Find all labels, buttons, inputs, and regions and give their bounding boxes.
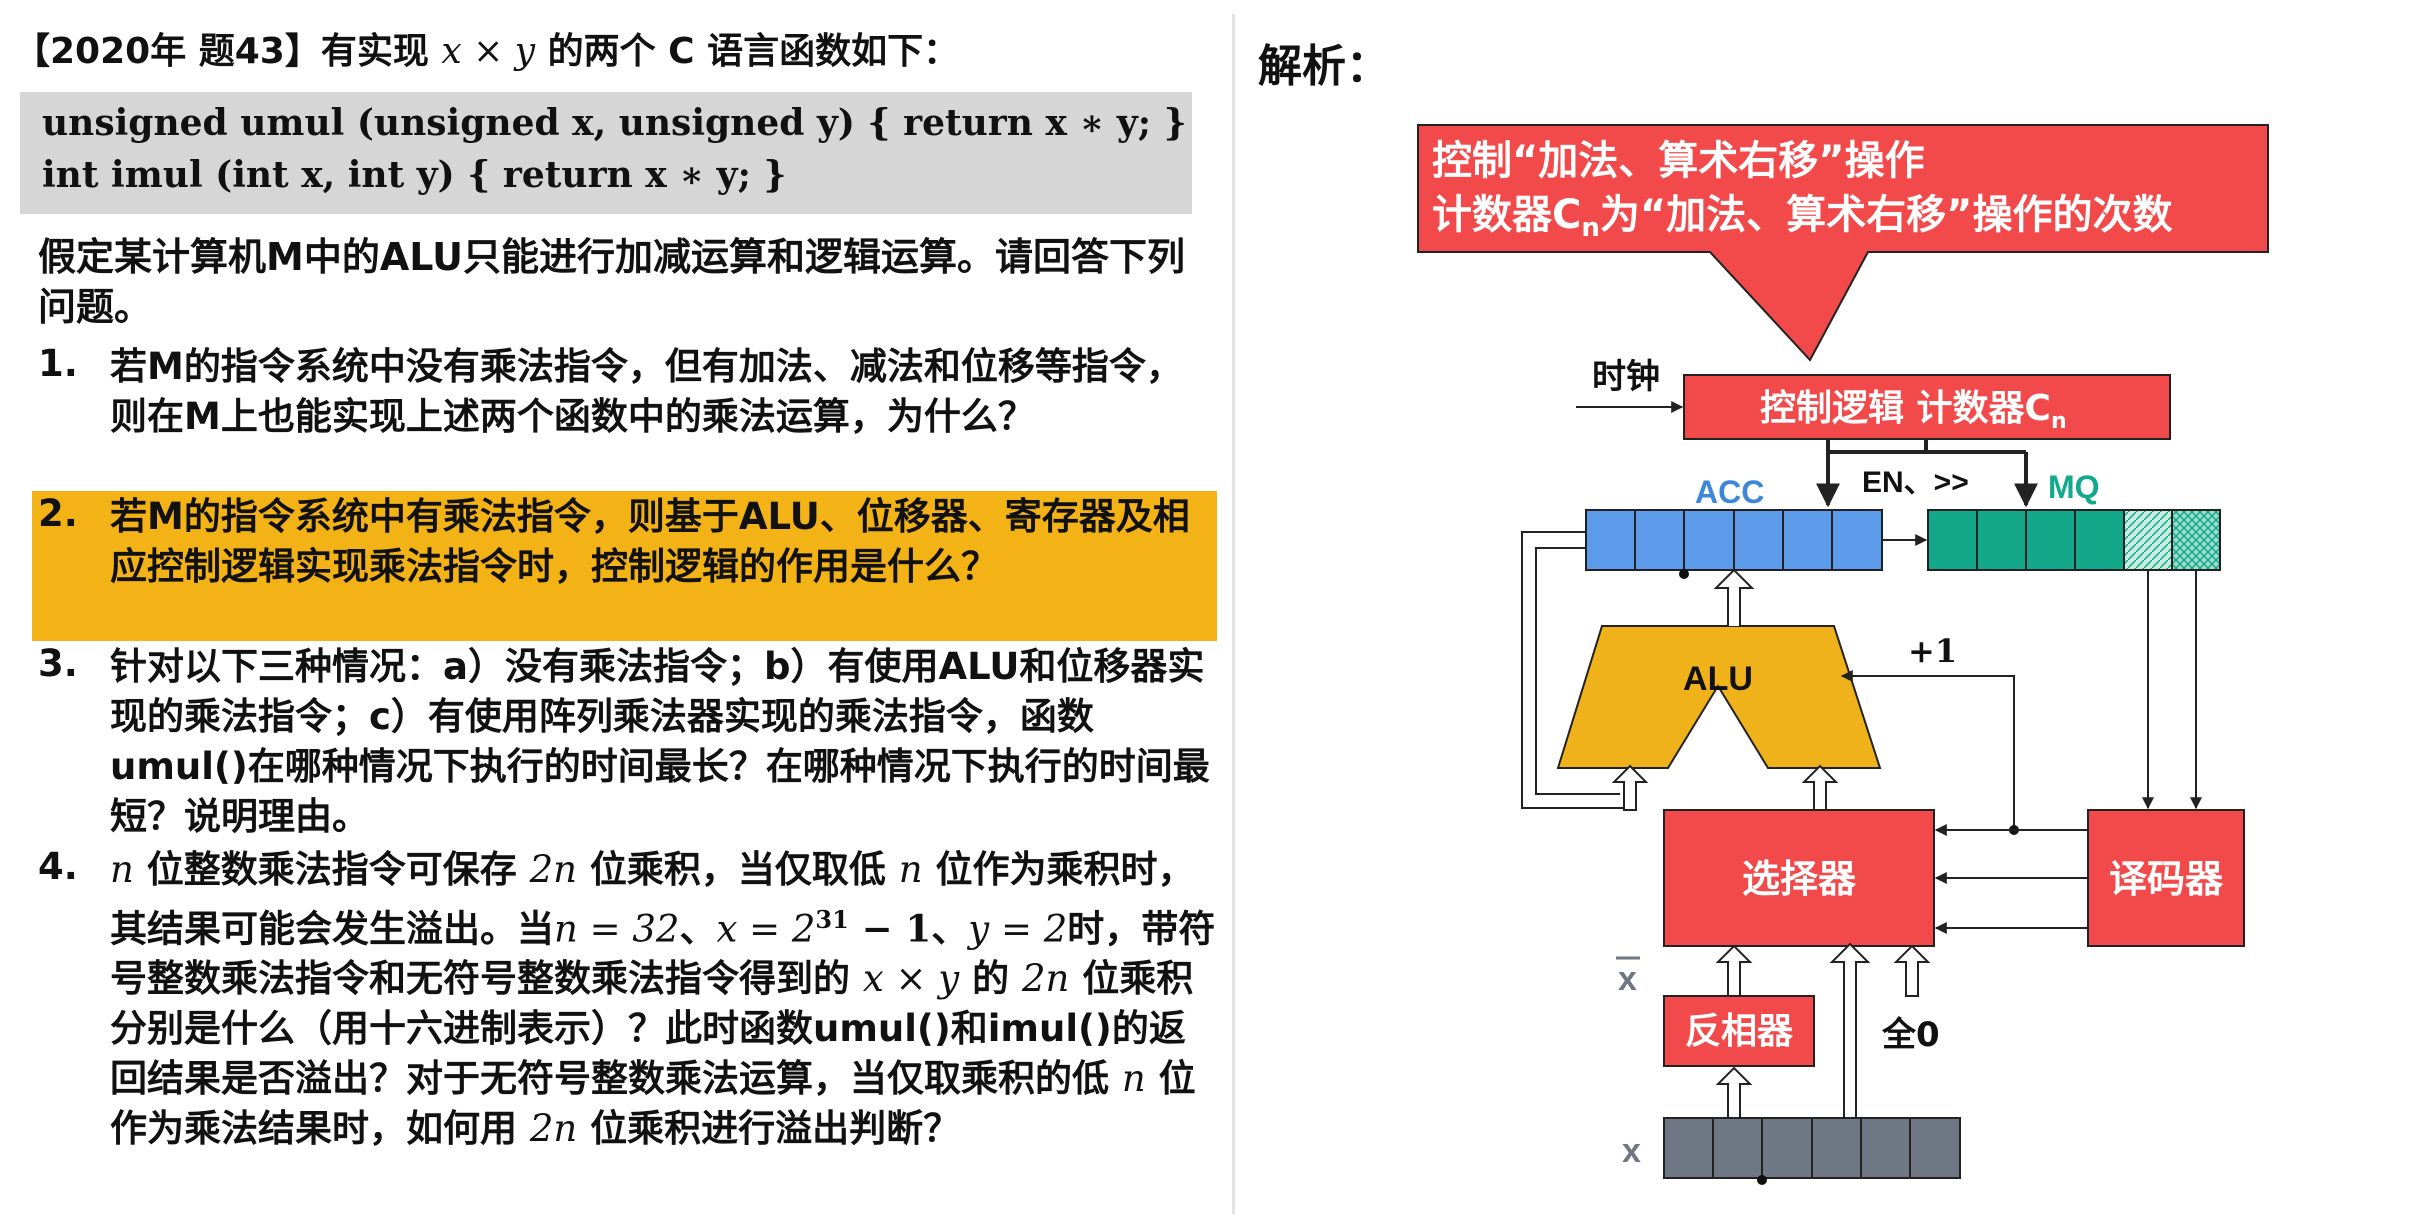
analysis-heading: 解析： (1258, 41, 1390, 92)
question-item-1: 1. 若M的指令系统中没有乘法指令，但有加法、减法和位移等指令，则在M上也能实现… (38, 342, 1183, 438)
selector-box (1663, 809, 1935, 947)
alu-input-right-arrow (1801, 764, 1839, 811)
selector-label: 选择器 (1742, 857, 1857, 901)
plus-one-line (1840, 670, 2015, 830)
mq-register (1927, 509, 2221, 571)
panel-divider (1232, 14, 1235, 1214)
code-line-imul: int imul (int x, int y) { return x ∗ y; … (42, 154, 787, 196)
plus-one-label: +1 (1908, 632, 1957, 670)
callout-line-1: 控制“加法、算术右移”操作 (1432, 138, 1925, 184)
en-shift-label: EN、>> (1862, 466, 1969, 499)
selector-input-zero-arrow (1893, 944, 1931, 997)
acc-label: ACC (1695, 474, 1764, 510)
alu-label: ALU (1683, 660, 1753, 698)
control-logic-label: 控制逻辑 计数器Cn (1760, 388, 2067, 434)
selector-input-inverter-arrow (1715, 944, 1753, 997)
alu-input-left-arrow (1611, 764, 1649, 811)
xbar-label: x (1618, 960, 1637, 998)
code-line-umul: unsigned umul (unsigned x, unsigned y) {… (42, 102, 1187, 144)
highlight-bar (32, 491, 1217, 641)
callout-line-2: 计数器Cn为“加法、算术右移”操作的次数 (1432, 192, 2172, 243)
callout-bubble (1417, 124, 2269, 362)
mq-label: MQ (2048, 469, 2100, 505)
code-block: unsigned umul (unsigned x, unsigned y) {… (20, 92, 1192, 214)
question-panel: 【2020年 题43】有实现 x × y 的两个 C 语言函数如下： unsig… (14, 31, 1217, 1151)
analysis-panel: 解析： 控制“加法、算术右移”操作 计数器Cn为“加法、算术右移”操作的次数 时… (1240, 0, 2432, 1226)
clock-label: 时钟 (1592, 357, 1660, 397)
x-label: x (1622, 1132, 1641, 1170)
decoder-box (2087, 809, 2245, 947)
question-item-2: 2. 若M的指令系统中有乘法指令，则基于ALU、位移器、寄存器及相应控制逻辑实现… (38, 492, 1190, 588)
x-to-inverter-arrow (1715, 1066, 1753, 1119)
acc-register (1585, 509, 1883, 571)
decoder-label: 译码器 (2109, 857, 2224, 901)
question-item-3: 3. 针对以下三种情况：a）没有乘法指令；b）有使用ALU和位移器实现的乘法指令… (38, 642, 1210, 838)
x-register (1663, 1117, 1961, 1179)
selector-input-x-arrow (1829, 942, 1871, 1119)
control-logic-box (1683, 374, 2171, 440)
alu-block (1556, 625, 1882, 769)
inverter-label: 反相器 (1685, 1011, 1794, 1052)
multiplier-diagram: 控制“加法、算术右移”操作 计数器Cn为“加法、算术右移”操作的次数 时钟 控制… (1417, 124, 2269, 1185)
question-title: 【2020年 题43】有实现 x × y 的两个 C 语言函数如下： (14, 31, 960, 72)
question-item-4: 4. n 位整数乘法指令可保存 2n 位乘积，当仅取低 n 位作为乘积时，其结果… (38, 845, 1216, 1151)
inverter-box (1663, 995, 1815, 1067)
question-intro: 假定某计算机M中的ALU只能进行加减运算和逻辑运算。请回答下列问题。 (38, 235, 1185, 329)
all-zero-label: 全0 (1881, 1015, 1940, 1055)
